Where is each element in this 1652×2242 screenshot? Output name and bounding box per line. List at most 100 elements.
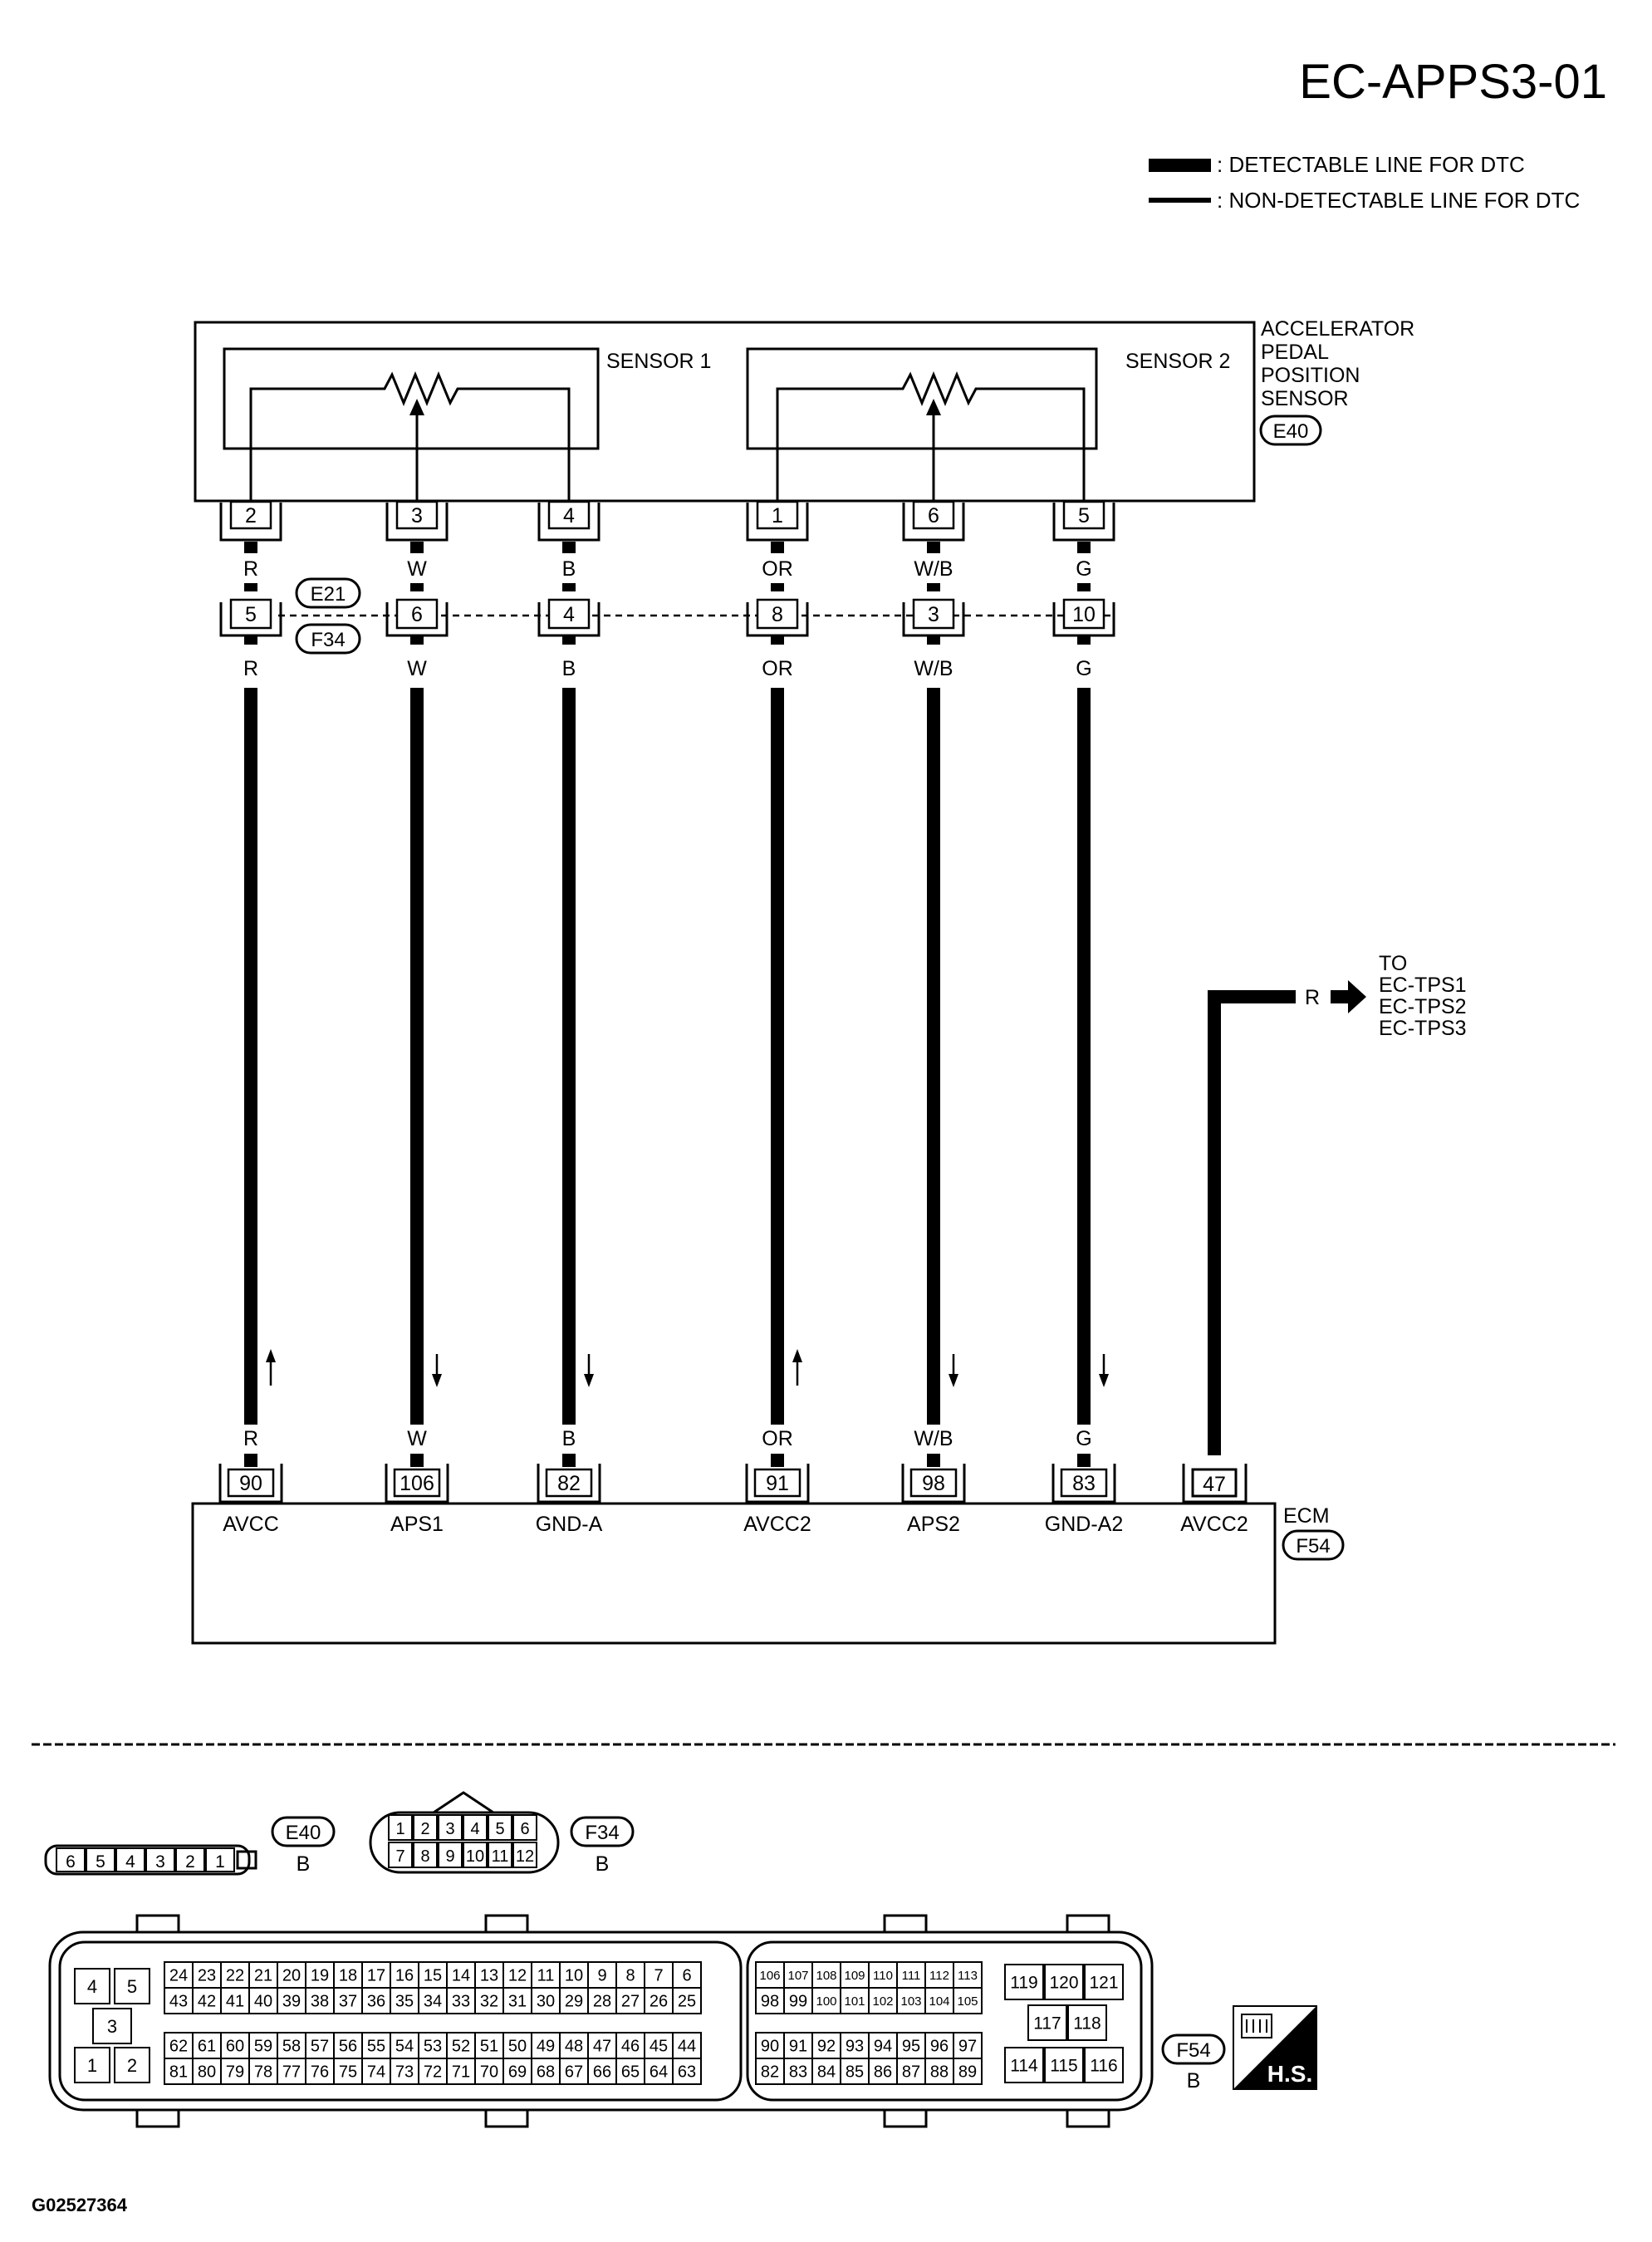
f34-pin-cell	[463, 1842, 488, 1868]
f54-pin: 105	[957, 1994, 978, 2009]
f54-pin: 101	[844, 1994, 865, 2009]
f54-pin: 63	[678, 2063, 696, 2082]
junction-pin-6: 6	[411, 603, 423, 626]
ecm-pin-90: 90	[239, 1472, 262, 1495]
e40-pin: 2	[185, 1852, 195, 1872]
f34-pin: 6	[520, 1820, 529, 1838]
junction-pin-8-box	[756, 598, 799, 630]
f54-pin-cell	[1004, 1964, 1044, 2000]
f54-pin: 98	[761, 1993, 779, 2011]
ecm-pin-83-box	[1060, 1468, 1108, 1498]
f54-pin-cell	[1044, 2047, 1084, 2083]
ecm-pin-label: AVCC2	[743, 1513, 811, 1536]
wire-color-upper: OR	[762, 557, 793, 581]
junction-pin-10-box	[1062, 598, 1105, 630]
sensor-pin-housing	[219, 503, 282, 542]
f34-pin-cell	[438, 1842, 463, 1868]
f54-pin: 51	[480, 2038, 498, 2056]
f54-pin: 16	[395, 1967, 414, 1985]
ecm-pin-housing	[901, 1464, 966, 1504]
wire-stub-ecm	[1077, 1454, 1091, 1467]
f54-pin: 59	[254, 2038, 272, 2056]
f54-pin: 64	[650, 2063, 668, 2082]
f54-pin: 36	[367, 1993, 385, 2011]
f54-pin: 4	[87, 1976, 97, 1997]
wire-stub-junction-top	[244, 583, 257, 591]
f34-pin-cell	[413, 1814, 438, 1841]
tps-ecm-pin-box	[1191, 1468, 1238, 1498]
junction-connector-badges: E21 F34	[295, 577, 361, 655]
f54-pin: 95	[902, 2038, 920, 2056]
ecm-pin-label: GND-A2	[1045, 1513, 1123, 1536]
f34-pin: 11	[492, 1847, 509, 1866]
f54-pin: 112	[929, 1969, 949, 1983]
f54-pin: 87	[902, 2063, 920, 2082]
wire-main	[244, 688, 257, 1425]
f54-pin: 116	[1090, 2057, 1117, 2076]
ecm-pin-label: GND-A	[536, 1513, 603, 1536]
junction-pin-5: 5	[245, 603, 257, 626]
f34-pin-cell	[438, 1814, 463, 1841]
f54-pin: 24	[169, 1967, 188, 1985]
e40-pin-cell	[145, 1847, 175, 1872]
f54-pin: 34	[424, 1993, 442, 2011]
f54-pin: 67	[565, 2063, 583, 2082]
wire-color-upper: W	[407, 557, 427, 581]
f54-pin: 48	[565, 2038, 583, 2056]
ecm-connector-name: F54	[1296, 1535, 1330, 1558]
wire-stub-junction-bottom	[562, 636, 576, 645]
f34-pin-cell	[488, 1814, 512, 1841]
sensor-title-line-3: POSITION	[1261, 364, 1360, 387]
f34-pin-cell	[463, 1814, 488, 1841]
ecm-pin-98-box	[909, 1468, 958, 1498]
direction-arrow-down	[432, 1374, 442, 1387]
e40-badge	[271, 1816, 336, 1847]
f54-pin: 14	[452, 1967, 470, 1985]
sensor-pin-4: 4	[563, 504, 575, 527]
tps-ecm-wire-color: R	[1207, 1427, 1222, 1450]
ecm-pin-90-box	[227, 1468, 275, 1498]
f54-pin: 11	[537, 1967, 555, 1985]
f54-pin: 17	[367, 1967, 385, 1985]
e40-pin-cell	[205, 1847, 235, 1872]
sensor-pin-6-box	[912, 500, 955, 530]
wire-color-middle: OR	[762, 657, 793, 680]
ecm-pin-82: 82	[557, 1472, 581, 1495]
f54-pin: 58	[282, 2038, 301, 2056]
f54-pin: 92	[817, 2038, 836, 2056]
e40-color: B	[297, 1852, 311, 1876]
f54-pin: 53	[424, 2038, 442, 2056]
f54-pin: 79	[226, 2063, 244, 2082]
f54-pin: 46	[621, 2038, 640, 2056]
f34-body	[369, 1811, 560, 1874]
f54-pin: 5	[127, 1976, 137, 1997]
f54-pin: 90	[761, 2038, 779, 2056]
f54-pin: 40	[254, 1993, 272, 2011]
f54-pin: 60	[226, 2038, 244, 2056]
sensor2-circuit-line	[776, 371, 1086, 508]
f54-pin: 81	[169, 2063, 188, 2082]
f54-pin: 85	[846, 2063, 864, 2082]
f54-pin: 96	[930, 2038, 949, 2056]
e40-pin-cell	[86, 1847, 115, 1872]
junction-pin-housing	[746, 602, 809, 637]
e40-pin-cell	[175, 1847, 205, 1872]
wire-stub-ecm	[562, 1454, 576, 1467]
wire-color-lower: R	[243, 1427, 258, 1450]
f54-pin-cell	[1084, 2047, 1124, 2083]
ecm: ECM F54	[191, 1502, 1345, 1645]
f34-pin: 1	[395, 1820, 404, 1838]
f54-pin: 25	[678, 1993, 696, 2011]
f34-pin: 2	[420, 1820, 429, 1838]
wire-color-middle: R	[243, 657, 258, 680]
e40-pin-cell	[56, 1847, 86, 1872]
e40-body	[44, 1844, 251, 1876]
wire-stub-junction-bottom	[1077, 636, 1091, 645]
f34-pin: 5	[495, 1820, 504, 1838]
f54-pin: 49	[537, 2038, 555, 2056]
f54-pin: 110	[873, 1969, 893, 1983]
